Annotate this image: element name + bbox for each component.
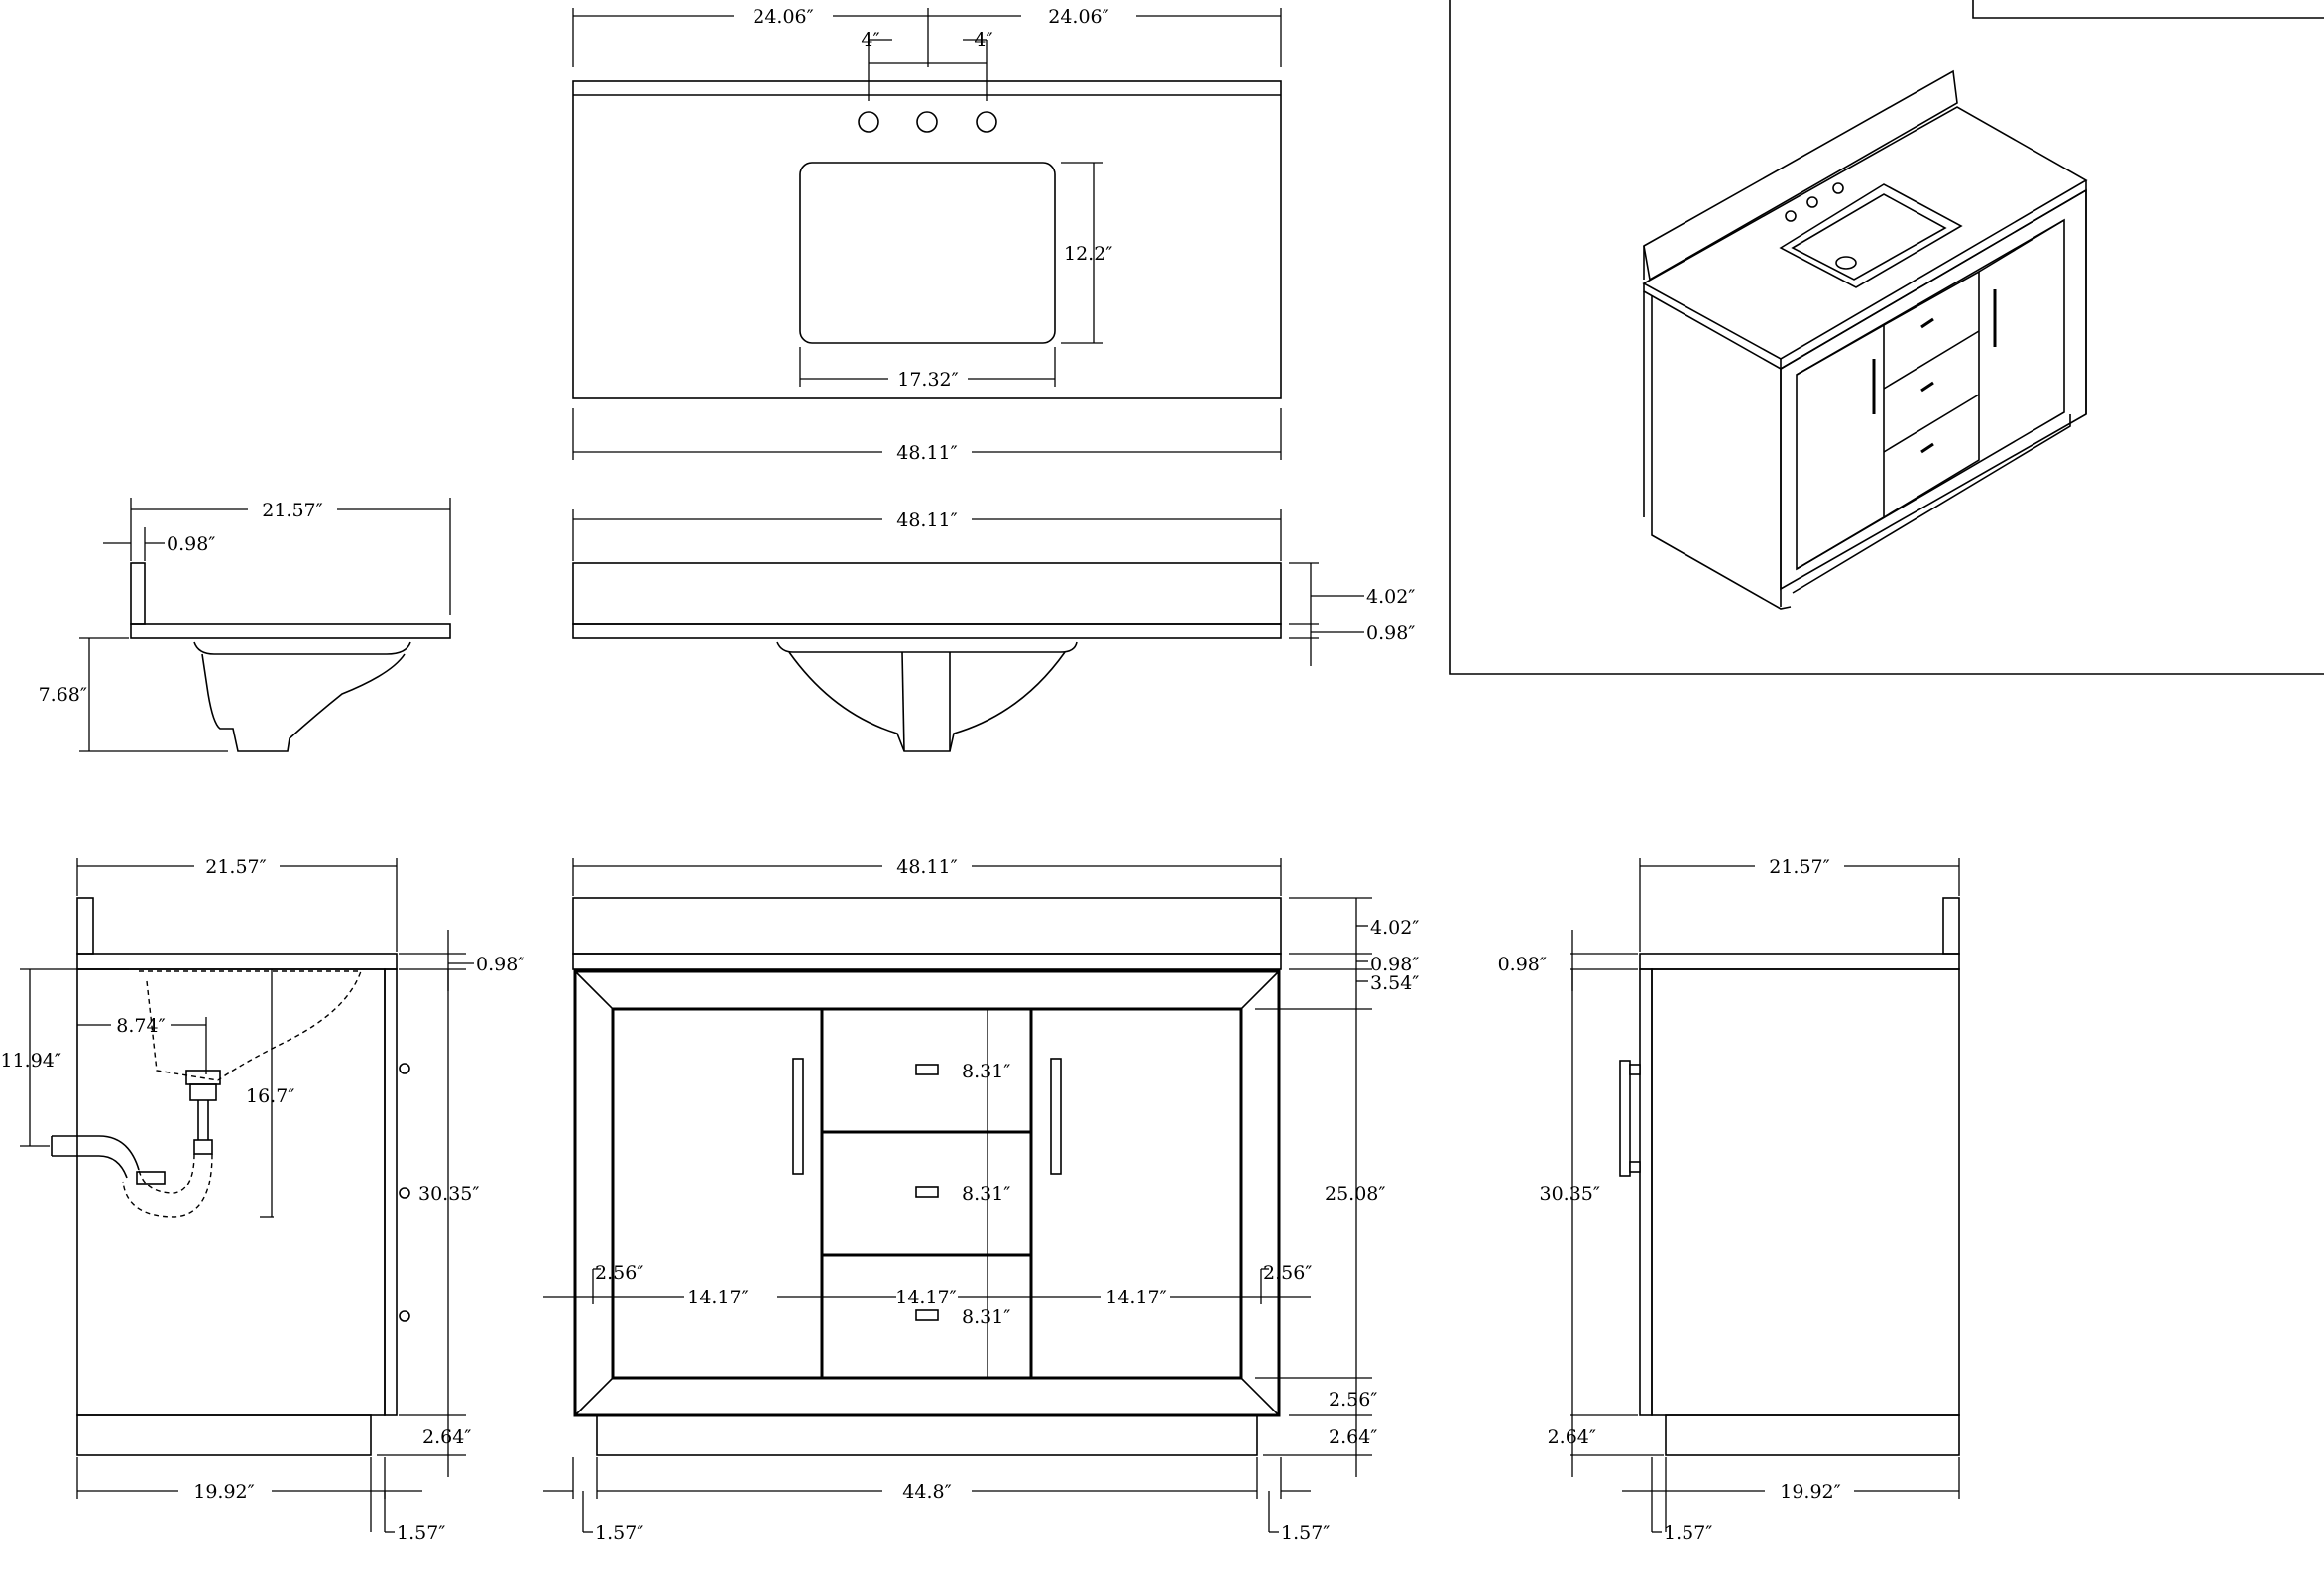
top-half-width-right: 24.06″ xyxy=(1048,6,1109,28)
left-view: 21.57″ 11.94″ 8.74″ 16.7″ xyxy=(1,856,525,1544)
front-drawer-height-2: 8.31″ xyxy=(962,1184,1010,1205)
side-top-view: 21.57″ 0.98″ 7.68″ xyxy=(39,498,451,752)
front-drawer-height-3: 8.31″ xyxy=(962,1306,1010,1328)
left-cabinet-height: 30.35″ xyxy=(418,1184,480,1205)
front-door-width-left: 14.17″ xyxy=(687,1287,749,1308)
top-sink-width: 17.32″ xyxy=(897,369,959,391)
left-top-thickness: 0.98″ xyxy=(476,954,524,975)
front-top-overall-width: 48.11″ xyxy=(896,509,958,531)
left-sink-to-drain: 11.94″ xyxy=(1,1050,62,1072)
front-side-frame-left: 2.56″ xyxy=(595,1262,643,1284)
front-top-thickness: 0.98″ xyxy=(1370,954,1419,975)
right-toe-kick-height: 2.64″ xyxy=(1548,1426,1596,1448)
faucet-hole-left xyxy=(858,111,879,133)
side-top-depth: 21.57″ xyxy=(262,500,323,521)
front-toe-recess-left: 1.57″ xyxy=(595,1523,643,1544)
top-half-width-left: 24.06″ xyxy=(753,6,814,28)
right-base-depth: 19.92″ xyxy=(1780,1481,1841,1503)
front-top-frame: 3.54″ xyxy=(1370,972,1419,994)
isometric-view xyxy=(1449,0,2324,675)
front-toe-recess-right: 1.57″ xyxy=(1281,1523,1330,1544)
left-base-depth: 19.92″ xyxy=(193,1481,255,1503)
left-drain-height: 16.7″ xyxy=(246,1085,294,1107)
sink-outline xyxy=(799,162,1056,344)
left-toe-kick-height: 2.64″ xyxy=(422,1426,471,1448)
side-top-backsplash-thickness: 0.98″ xyxy=(167,533,215,555)
right-depth: 21.57″ xyxy=(1769,856,1830,878)
top-faucet-spacing-left: 4″ xyxy=(861,29,879,51)
top-faucet-spacing-right: 4″ xyxy=(974,29,992,51)
front-top-thickness: 0.98″ xyxy=(1366,622,1415,644)
left-toe-recess: 1.57″ xyxy=(397,1523,445,1544)
faucet-hole-right xyxy=(976,111,997,133)
right-toe-recess: 1.57″ xyxy=(1664,1523,1712,1544)
side-top-sink-height: 7.68″ xyxy=(39,684,87,706)
front-view: 48.11″ 8.31″ 8.31″ 8.31″ 2.56″ 2.56″ 14.… xyxy=(543,856,1419,1544)
front-drawer-width: 14.17″ xyxy=(895,1287,957,1308)
left-drain-offset: 8.74″ xyxy=(116,1015,165,1037)
left-depth: 21.57″ xyxy=(205,856,267,878)
right-top-thickness: 0.98″ xyxy=(1498,954,1547,975)
front-side-frame-right: 2.56″ xyxy=(1263,1262,1312,1284)
top-overall-width: 48.11″ xyxy=(896,442,958,464)
front-bottom-frame: 2.56″ xyxy=(1329,1389,1377,1411)
top-view: 24.06″ 24.06″ 4″ 4″ 12.2″ 17.32″ 48.11″ xyxy=(572,6,1282,464)
top-sink-depth: 12.2″ xyxy=(1064,243,1112,265)
front-drawer-height-1: 8.31″ xyxy=(962,1061,1010,1082)
faucet-hole-center xyxy=(916,111,938,133)
front-toe-kick-height: 2.64″ xyxy=(1329,1426,1377,1448)
front-door-height: 25.08″ xyxy=(1325,1184,1386,1205)
right-view: 21.57″ 0.98″ 30.35″ 2.64″ 19.92″ 1.57″ xyxy=(1498,856,1960,1544)
front-top-view: 48.11″ 4.02″ 0.98″ xyxy=(572,509,1415,752)
front-top-backsplash-height: 4.02″ xyxy=(1366,586,1415,608)
right-cabinet-height: 30.35″ xyxy=(1540,1184,1601,1205)
front-door-width-right: 14.17″ xyxy=(1105,1287,1167,1308)
front-base-width: 44.8″ xyxy=(902,1481,951,1503)
front-overall-width: 48.11″ xyxy=(896,856,958,878)
front-backsplash-height: 4.02″ xyxy=(1370,917,1419,939)
